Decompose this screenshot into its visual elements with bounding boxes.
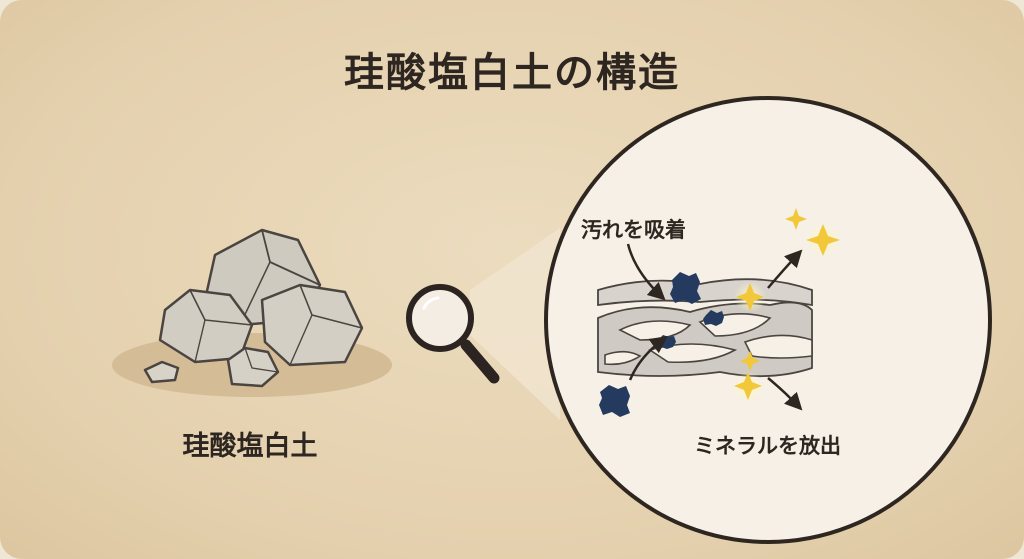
sparkle-icon: [736, 283, 764, 311]
callout-release: ミネラルを放出: [694, 434, 841, 458]
rock-pebble: [143, 360, 180, 384]
sparkle-icon: [734, 372, 762, 400]
rock-right: [260, 283, 364, 367]
release-arrow: [767, 377, 803, 411]
pore: [743, 334, 813, 359]
dirt-particle-icon: [670, 272, 701, 304]
callout-adsorb: 汚れを吸着: [581, 218, 686, 242]
magnifier-icon: [406, 284, 500, 384]
rock-left: [158, 288, 254, 364]
sparkle-icon: [785, 208, 807, 230]
pore: [648, 343, 738, 364]
adsorb-arrow: [626, 243, 666, 301]
zoom-beam: [470, 228, 560, 420]
rock-pile: [143, 228, 364, 388]
sparkles: [732, 208, 841, 403]
rock-label: 珪酸塩白土: [182, 431, 318, 462]
page-title: 珪酸塩白土の構造: [344, 50, 680, 96]
sparkle-icon: [740, 351, 760, 371]
dirt-particle-icon: [703, 310, 724, 326]
adsorb-arrow: [628, 335, 668, 381]
porous-structure: [597, 278, 813, 378]
release-arrow: [767, 249, 803, 289]
pore: [604, 350, 642, 366]
dirt-particle-icon: [599, 385, 630, 417]
sparkle-icon: [806, 224, 840, 256]
